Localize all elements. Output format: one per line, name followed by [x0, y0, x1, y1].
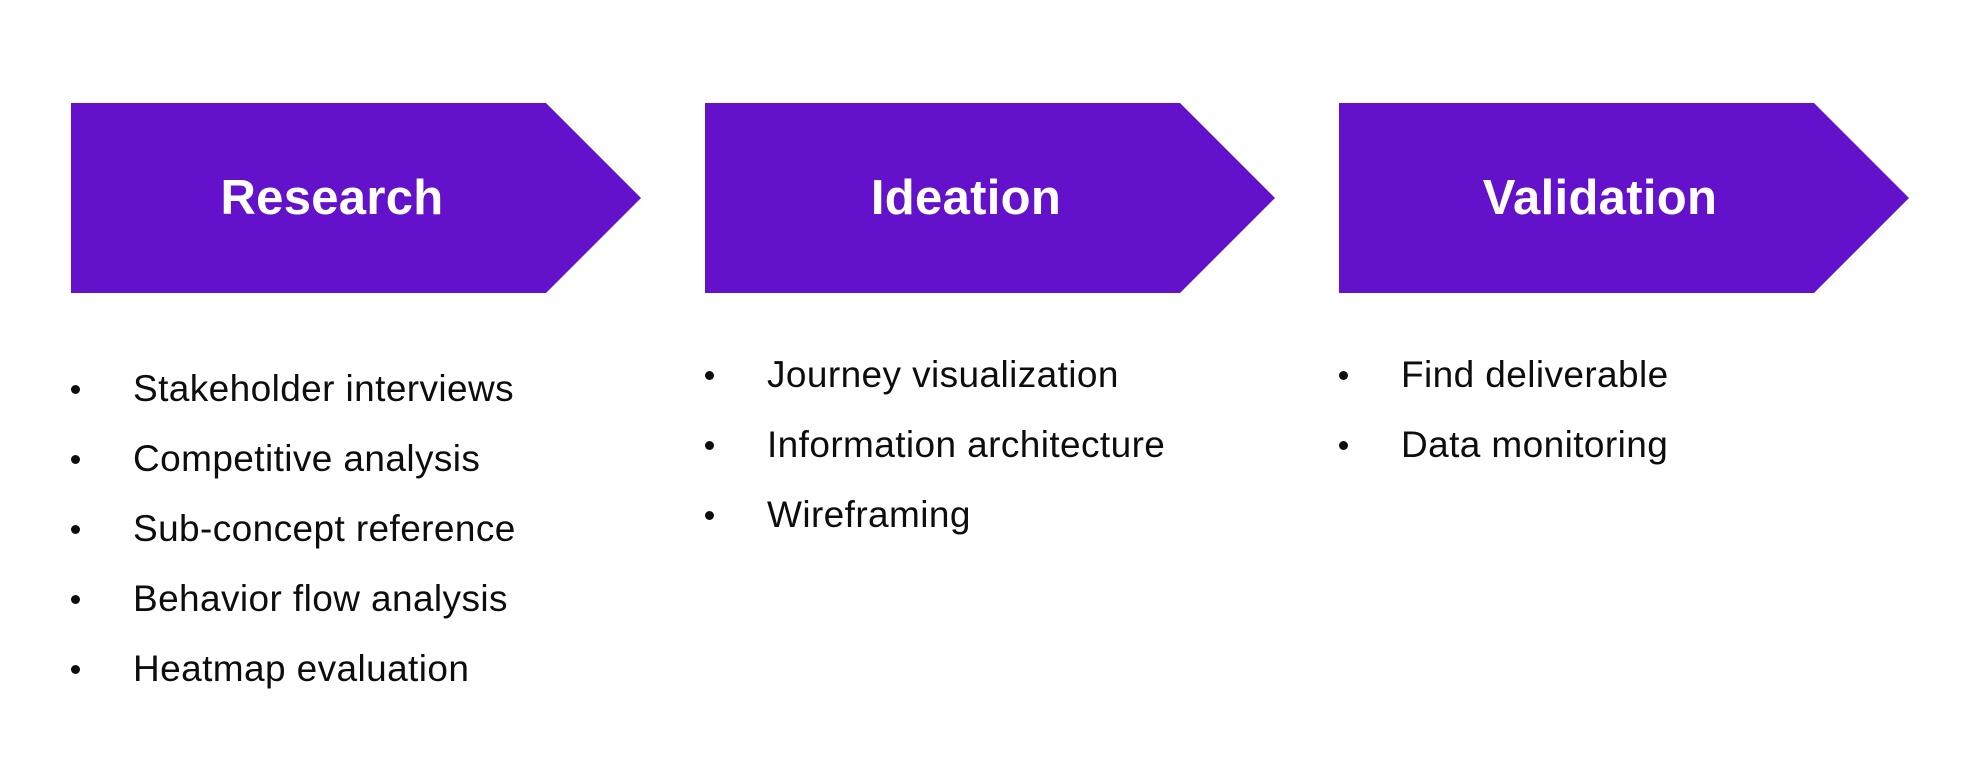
arrow-shape: [705, 103, 1275, 293]
bullet-icon: [705, 370, 714, 380]
bullet-icon: [71, 524, 80, 534]
arrow-shape: [1339, 103, 1909, 293]
stage-arrow-research: Research: [71, 103, 641, 293]
bullet-icon: [1339, 370, 1348, 380]
list-item-label: Stakeholder interviews: [133, 368, 515, 409]
stage-title: Validation: [1482, 171, 1718, 225]
list-item-label: Find deliverable: [1401, 354, 1669, 395]
list-item-label: Information architecture: [767, 424, 1166, 465]
stage-title: Ideation: [870, 171, 1062, 225]
bullet-icon: [71, 454, 80, 464]
bullet-icon: [71, 664, 80, 674]
bullet-icon: [1339, 440, 1348, 450]
list-item-label: Journey visualization: [767, 354, 1119, 395]
list-item-label: Competitive analysis: [133, 438, 481, 479]
stage-title: Research: [220, 171, 444, 225]
stage-arrow-ideation: Ideation: [705, 103, 1275, 293]
list-item-label: Heatmap evaluation: [133, 648, 470, 689]
bullet-icon: [71, 594, 80, 604]
list-item-label: Behavior flow analysis: [133, 578, 508, 619]
list-item-label: Data monitoring: [1401, 424, 1669, 465]
bullet-icon: [71, 384, 80, 394]
bullet-icon: [705, 510, 714, 520]
list-item-label: Sub-concept reference: [133, 508, 516, 549]
list-item-label: Wireframing: [767, 494, 971, 535]
arrow-shape: [71, 103, 641, 293]
bullet-icon: [705, 440, 714, 450]
stage-arrow-validation: Validation: [1339, 103, 1909, 293]
